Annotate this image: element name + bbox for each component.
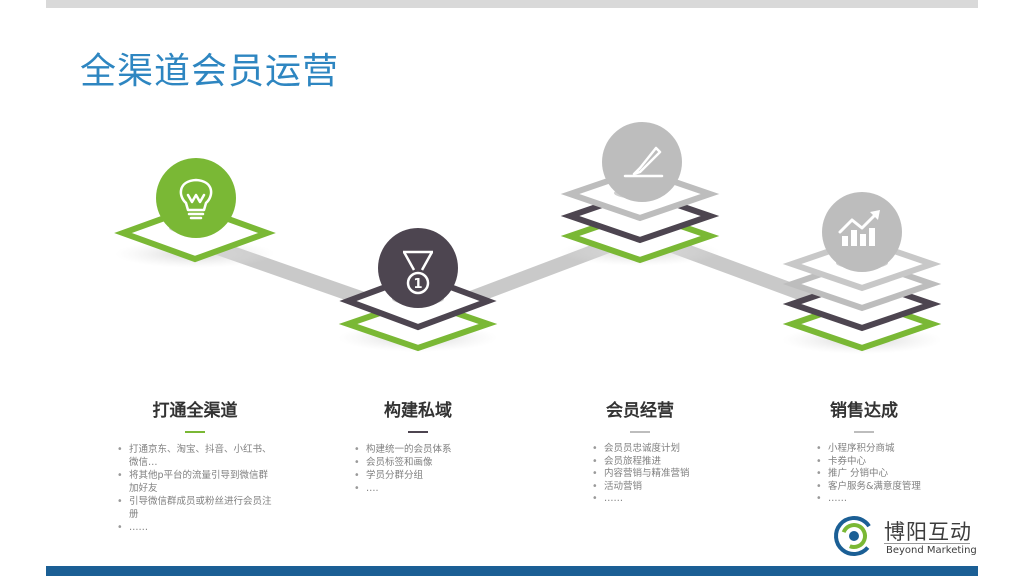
slide-title: 全渠道会员运营	[80, 51, 340, 92]
list-item: 会员标签和画像	[352, 456, 512, 469]
step-4-graphic	[782, 192, 942, 354]
list-item: 打通京东、淘宝、抖音、小红书、微信…	[115, 443, 275, 469]
list-item: 会员旅程推进	[590, 456, 740, 469]
list-item: 卡券中心	[814, 456, 964, 469]
step-2-rule	[408, 431, 428, 433]
step-3-rule	[630, 431, 650, 433]
list-item: 学员分群分组	[352, 469, 512, 482]
step-2-column: 构建私域 构建统一的会员体系 会员标签和画像 学员分群分组 ….	[318, 396, 518, 495]
step-2-list: 构建统一的会员体系 会员标签和画像 学员分群分组 ….	[352, 443, 512, 495]
lightbulb-icon	[179, 178, 213, 220]
step-4-circle	[822, 192, 902, 272]
step-1-rule	[185, 431, 205, 433]
step-3-graphic	[560, 122, 720, 266]
step-4-list: 小程序积分商城 卡券中心 推广 分销中心 客户服务&满意度管理 ……	[814, 443, 964, 506]
step-1-list: 打通京东、淘宝、抖音、小红书、微信… 将其他p平台的流量引导到微信群加好友 引导…	[115, 443, 275, 534]
list-item: 客户服务&满意度管理	[814, 481, 964, 494]
chart-growth-icon	[838, 210, 880, 246]
list-item: ……	[115, 521, 275, 534]
list-item: 内容营销与精准营销	[590, 468, 740, 481]
logo-mark-icon	[834, 516, 874, 556]
list-item: 会员员忠诚度计划	[590, 443, 740, 456]
step-1-graphic	[114, 158, 276, 268]
list-item: 构建统一的会员体系	[352, 443, 512, 456]
logo-tagline: Beyond Marketing	[886, 545, 977, 556]
list-item: 活动营销	[590, 481, 740, 494]
step-3-title: 会员经营	[606, 401, 674, 421]
top-bar	[46, 0, 978, 8]
list-item: 小程序积分商城	[814, 443, 964, 456]
step-4-title: 销售达成	[830, 401, 898, 421]
list-item: ….	[352, 482, 512, 495]
step-3-column: 会员经营 会员员忠诚度计划 会员旅程推进 内容营销与精准营销 活动营销 ……	[540, 396, 740, 506]
list-item: ……	[590, 493, 740, 506]
step-4-rule	[854, 431, 874, 433]
list-item: 将其他p平台的流量引导到微信群加好友	[115, 469, 275, 495]
connector-path	[188, 227, 869, 325]
step-2-graphic: 1	[338, 228, 498, 352]
medal-icon: 1	[402, 250, 434, 295]
bottom-bar	[46, 566, 978, 576]
list-item: ……	[814, 493, 964, 506]
step-3-circle	[602, 122, 682, 202]
step-1-column: 打通全渠道 打通京东、淘宝、抖音、小红书、微信… 将其他p平台的流量引导到微信群…	[95, 396, 295, 534]
list-item: 引导微信群成员或粉丝进行会员注册	[115, 495, 275, 521]
logo-name: 博阳互动	[884, 520, 972, 544]
svg-text:1: 1	[413, 277, 422, 292]
brand-logo: 博阳互动 Beyond Marketing	[832, 514, 982, 558]
list-item: 推广 分销中心	[814, 468, 964, 481]
pencil-icon	[623, 146, 664, 178]
logo-divider	[884, 543, 970, 544]
step-1-title: 打通全渠道	[152, 401, 238, 421]
step-1-circle	[156, 158, 236, 238]
step-2-circle	[378, 228, 458, 308]
step-3-list: 会员员忠诚度计划 会员旅程推进 内容营销与精准营销 活动营销 ……	[590, 443, 740, 506]
step-2-title: 构建私域	[384, 401, 452, 421]
step-4-column: 销售达成 小程序积分商城 卡券中心 推广 分销中心 客户服务&满意度管理 ……	[764, 396, 964, 506]
